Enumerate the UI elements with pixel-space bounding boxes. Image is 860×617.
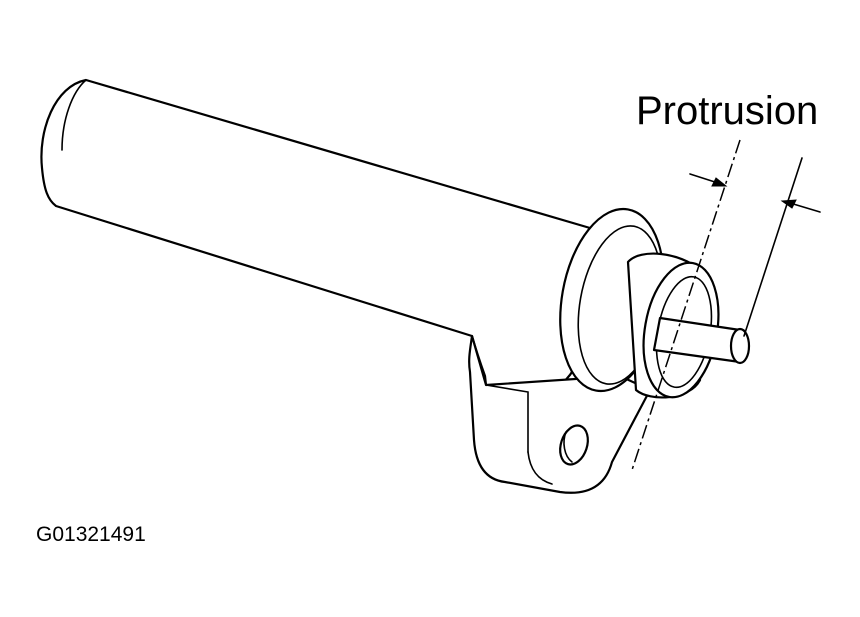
sleeve-face-reference-line bbox=[631, 139, 741, 471]
body-outline bbox=[40, 78, 592, 396]
protrusion-label: Protrusion bbox=[636, 89, 818, 133]
left-dimension-arrowhead bbox=[711, 177, 728, 187]
bracket-step-line bbox=[485, 384, 529, 453]
rod-tip-reference-line bbox=[743, 157, 803, 337]
bolt-hole-inner-edge bbox=[563, 431, 573, 463]
bracket-lower-edge bbox=[527, 451, 553, 485]
figure-id-label: G01321491 bbox=[36, 523, 146, 546]
right-dimension-arrowhead bbox=[780, 199, 797, 209]
bracket-outline bbox=[468, 334, 652, 494]
mounting-bracket bbox=[468, 334, 652, 494]
left-dimension-leader bbox=[689, 173, 719, 184]
measurement-lines bbox=[631, 139, 821, 471]
tensioner-body bbox=[40, 78, 592, 396]
rod-tip bbox=[729, 327, 751, 365]
right-dimension-leader bbox=[789, 202, 821, 213]
body-end-edge bbox=[61, 79, 87, 151]
push-rod bbox=[652, 316, 751, 365]
